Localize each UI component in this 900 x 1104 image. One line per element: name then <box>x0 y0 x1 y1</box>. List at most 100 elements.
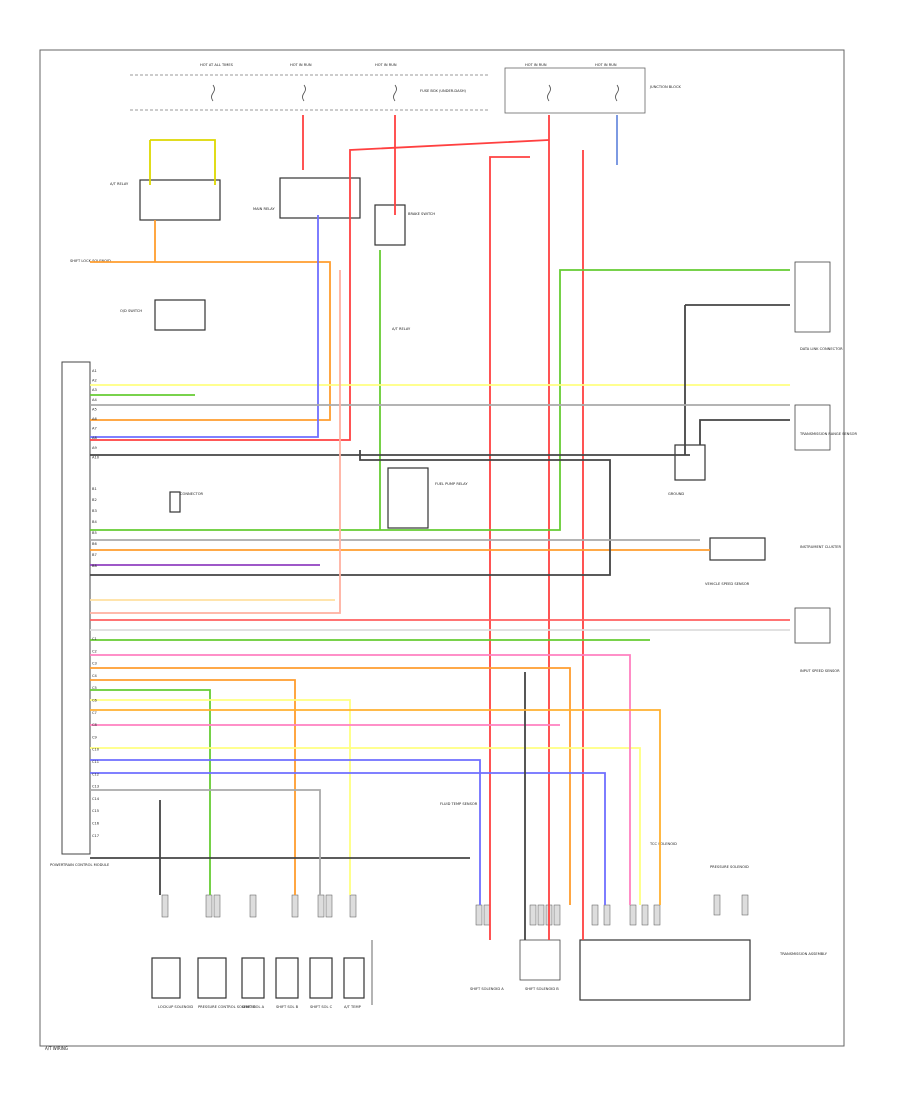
ecm-pin-a2: A2 <box>92 379 97 383</box>
vss-label: VEHICLE SPEED SENSOR <box>705 582 750 586</box>
range-sensor-label: TRANSMISSION RANGE SENSOR <box>799 432 857 436</box>
pressure-solenoid-box <box>197 957 227 999</box>
speed-sensor-label: INPUT SPEED SENSOR <box>800 669 840 673</box>
ecm-pin-b7: B7 <box>92 553 97 557</box>
ecm-pin-c8: C8 <box>92 723 98 727</box>
wire-41 <box>90 270 341 614</box>
speed-sensor-box <box>794 607 831 644</box>
ecm-pin-b8: B8 <box>92 564 97 568</box>
component-labels: A/T RELAY MAIN RELAY BRAKE SWITCH SHIFT … <box>70 182 857 991</box>
instrument-label: INSTRUMENT CLUSTER <box>800 545 841 549</box>
wire-8 <box>489 156 530 940</box>
wire-24 <box>90 654 631 905</box>
wire-30 <box>90 450 611 576</box>
fuse-label-4: HOT IN RUN <box>525 63 547 67</box>
ecm-pin-a10: A10 <box>92 455 100 459</box>
data-link-box <box>794 261 831 333</box>
at-temp-box <box>343 957 365 999</box>
fuse-label-5: HOT IN RUN <box>595 63 617 67</box>
wire-17 <box>90 269 790 531</box>
od-switch-box <box>154 299 206 331</box>
ecm-pin-c7: C7 <box>92 711 97 715</box>
connector-box-1 <box>169 491 181 513</box>
ecm-pin-c9: C9 <box>92 735 98 739</box>
shift-sol-c-box <box>309 957 333 999</box>
bottom-label-2: PRESSURE CONTROL SOLENOID <box>198 1005 256 1009</box>
ecm-pin-c15: C15 <box>92 809 99 813</box>
sol-b-label: SHIFT SOLENOID B <box>525 987 559 991</box>
fuse-label-2: HOT IN RUN <box>290 63 312 67</box>
wire-15 <box>90 667 571 905</box>
relay-1-box <box>139 179 221 221</box>
ecm-pin-a6: A6 <box>92 417 97 421</box>
ecm-pin-c13: C13 <box>92 785 99 789</box>
relay-1-label: A/T RELAY <box>110 182 129 186</box>
lockup-solenoid-box <box>151 957 181 999</box>
ecm-pin-c10: C10 <box>92 748 100 752</box>
wire-23 <box>90 747 641 905</box>
sol-a-label: SHIFT SOLENOID A <box>470 987 504 991</box>
ecm-pin-a1: A1 <box>92 369 97 373</box>
relay-box-label: FUEL PUMP RELAY <box>435 482 468 486</box>
vss-box <box>709 537 766 561</box>
ecm-pin-b5: B5 <box>92 531 97 535</box>
bottom-label-3: SHIFT SOL A <box>242 1005 265 1009</box>
fuse-box-label: FUSE BOX (UNDER-DASH) <box>420 89 467 93</box>
wire-40 <box>90 789 321 895</box>
bottom-label-4: SHIFT SOL B <box>276 1005 299 1009</box>
trans-assembly-box <box>579 939 751 1001</box>
interlock-label: SHIFT LOCK SOLENOID <box>70 259 111 263</box>
ecm-pin-c6: C6 <box>92 699 98 703</box>
ecm-pin-b6: B6 <box>92 542 97 546</box>
junction-label: JUNCTION BLOCK <box>649 85 681 89</box>
ecm-pin-c4: C4 <box>92 674 98 678</box>
bottom-label-1: LOCK-UP SOLENOID <box>158 1005 193 1009</box>
ecm-pin-c16: C16 <box>92 822 100 826</box>
bottom-label-5: SHIFT SOL C <box>310 1005 333 1009</box>
ecm-pin-a5: A5 <box>92 407 97 411</box>
ecm-pin-a3: A3 <box>92 388 97 392</box>
at-relay-label: A/T RELAY <box>392 327 411 331</box>
wire-45 <box>90 709 661 905</box>
wire-group <box>90 115 790 940</box>
ecm-pin-b2: B2 <box>92 498 97 502</box>
ecm-pin-c2: C2 <box>92 649 97 653</box>
brake-switch-label: BRAKE SWITCH <box>408 212 435 216</box>
ecm-box <box>61 361 91 855</box>
brake-switch-box <box>374 204 406 246</box>
bottom-label-6: A/T TEMP <box>344 1005 362 1009</box>
range-sensor-box <box>794 404 831 451</box>
ecm-pin-a8: A8 <box>92 436 97 440</box>
fuse-label-1: HOT AT ALL TIMES <box>200 63 234 67</box>
diagram-border <box>39 49 845 1047</box>
wire-22 <box>90 699 351 895</box>
ecm-pin-c11: C11 <box>92 760 99 764</box>
component-boxes <box>139 177 831 1001</box>
wire-27 <box>90 772 606 905</box>
ecm-pin-a4: A4 <box>92 398 97 402</box>
data-link-label: DATA LINK CONNECTOR <box>800 347 843 351</box>
connector-label: CONNECTOR <box>180 492 204 496</box>
ground-box <box>674 444 706 481</box>
at-relay-box <box>387 467 429 529</box>
ecm-pin-c1: C1 <box>92 637 97 641</box>
wire-2 <box>150 139 216 185</box>
shift-sol-b-box <box>275 957 299 999</box>
fuse-labels: HOT AT ALL TIMES HOT IN RUN HOT IN RUN H… <box>200 63 681 93</box>
wire-6 <box>90 139 550 441</box>
ecm-pin-c14: C14 <box>92 797 100 801</box>
wire-26 <box>90 215 319 438</box>
ecm-pin-c5: C5 <box>92 686 97 690</box>
corner-label: A/T WIRING <box>45 1046 68 1051</box>
shift-sol-a-box <box>241 957 265 999</box>
ecm-pin-a9: A9 <box>92 446 97 450</box>
wire-37 <box>699 419 790 445</box>
fluid-temp-label: FLUID TEMP SENSOR <box>440 802 478 806</box>
fuse-block-right <box>504 67 646 114</box>
ecm-label: POWERTRAIN CONTROL MODULE <box>50 863 110 867</box>
wire-14 <box>90 679 296 895</box>
trans-assembly-label: TRANSMISSION ASSEMBLY <box>779 952 828 956</box>
ecm-pin-c3: C3 <box>92 662 97 666</box>
